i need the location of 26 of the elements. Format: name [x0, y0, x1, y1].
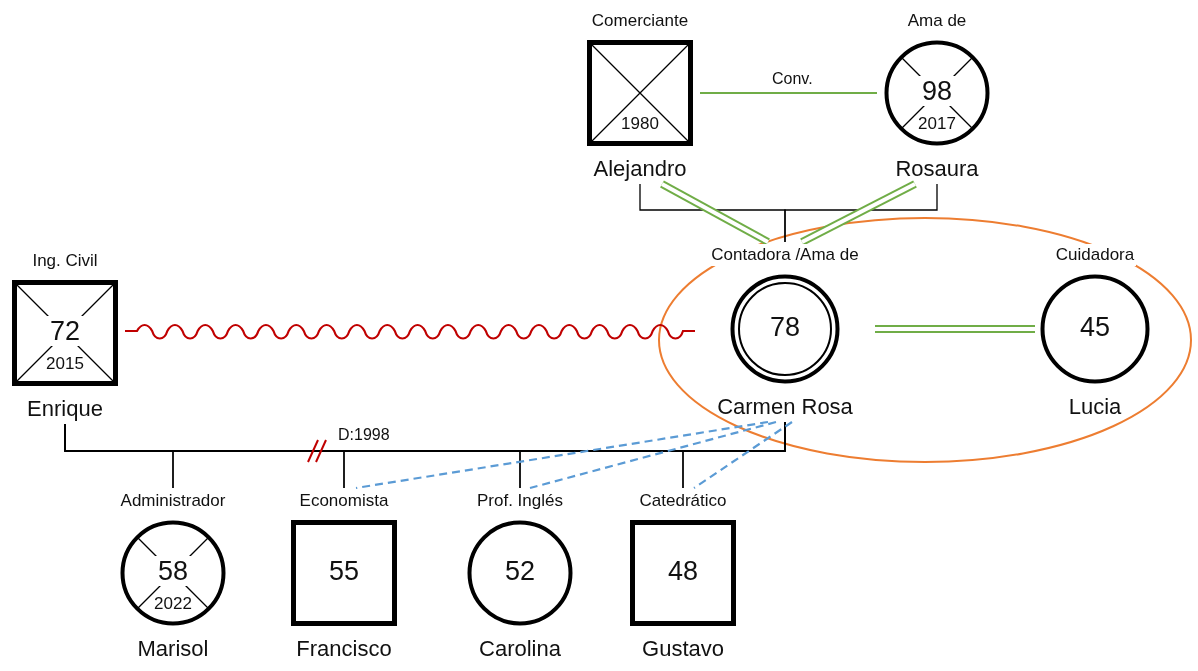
person-name: Francisco — [296, 635, 392, 663]
close-relationship-line — [800, 180, 917, 246]
close-relationship-line — [660, 180, 770, 246]
person-name: Gustavo — [642, 635, 724, 663]
person-name: Alejandro — [593, 155, 687, 183]
year-label: 2017 — [917, 114, 957, 134]
conflict-line — [125, 324, 695, 340]
connector-line — [700, 91, 877, 95]
year-label: 2022 — [153, 594, 193, 614]
age-label: 72 — [47, 316, 83, 346]
person-name: Rosaura — [895, 155, 979, 183]
connector-line — [784, 183, 938, 243]
dashed-line — [693, 421, 793, 489]
year-label: 1980 — [620, 114, 660, 134]
person-name: Carmen Rosa — [717, 393, 853, 421]
person-name: Enrique — [27, 395, 103, 423]
occupation-label: Cuidadora — [1053, 244, 1137, 266]
connector-line — [682, 421, 786, 489]
year-label: 2015 — [45, 354, 85, 374]
person-name: Carolina — [479, 635, 561, 663]
occupation-label: Contadora /Ama de — [709, 244, 861, 266]
person-name: Lucia — [1068, 393, 1122, 421]
close-relationship-line — [875, 325, 1035, 333]
age-label: 98 — [919, 76, 955, 106]
person-name: Marisol — [137, 635, 209, 663]
age-label: 58 — [155, 556, 191, 586]
